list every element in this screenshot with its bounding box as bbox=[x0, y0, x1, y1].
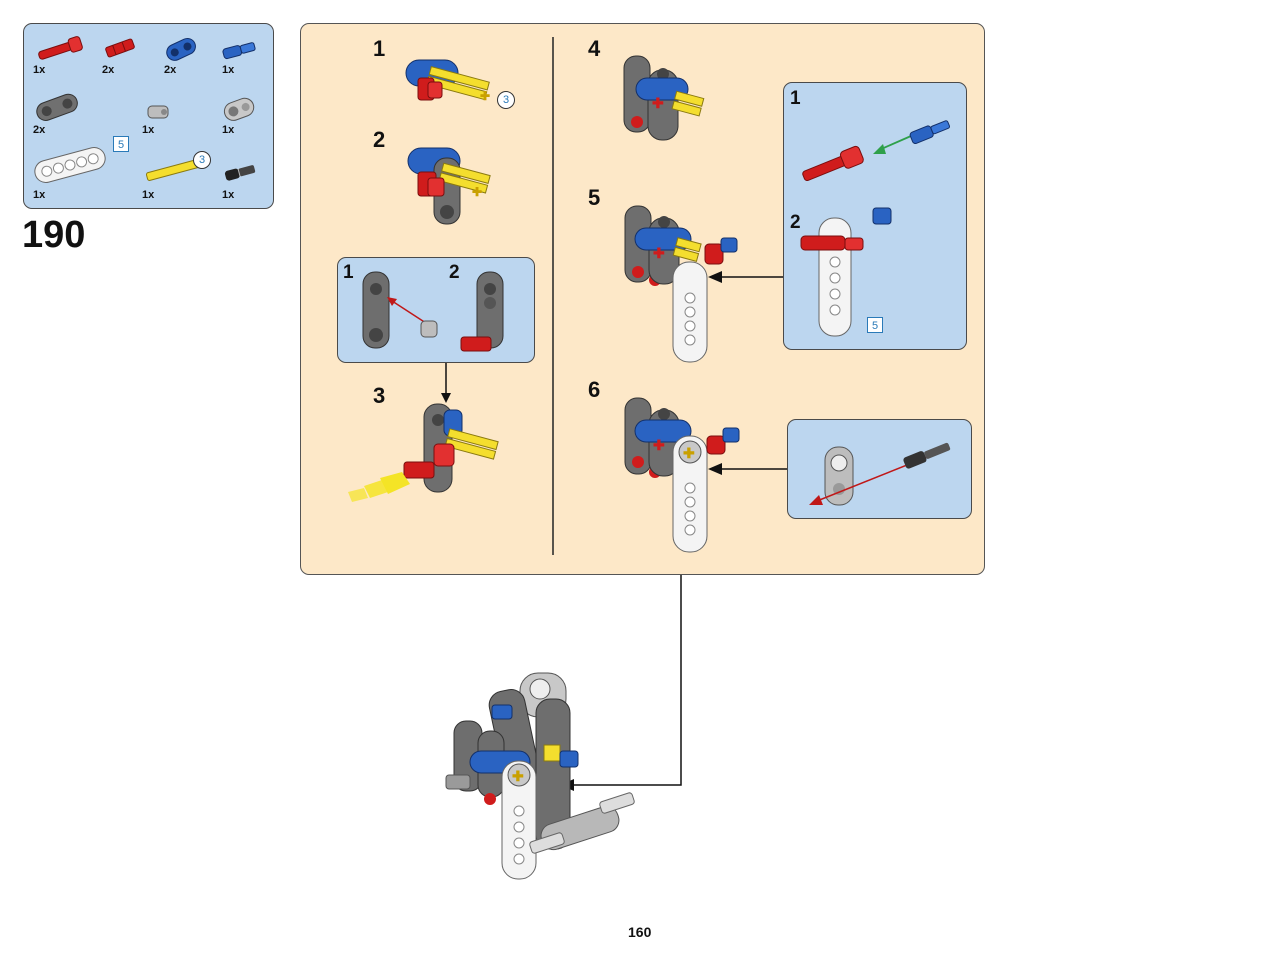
step-3-assembly bbox=[348, 403, 499, 502]
part-qty: 2x bbox=[33, 124, 46, 136]
sub-step-number: 1 bbox=[790, 88, 801, 109]
page-number: 160 bbox=[628, 924, 652, 940]
step-number: 2 bbox=[373, 127, 386, 152]
gray-axle-connector-icon bbox=[223, 97, 255, 121]
red-axle-connector-icon bbox=[105, 38, 135, 58]
arrow-left-step-5 bbox=[708, 271, 784, 283]
sub-step-6-assembly bbox=[809, 442, 951, 506]
part-qty: 1x bbox=[142, 124, 155, 136]
svg-text:✚: ✚ bbox=[472, 185, 482, 199]
length-callout-box: 5 bbox=[113, 136, 129, 152]
sub-step-number: 2 bbox=[790, 212, 801, 233]
step-number: 5 bbox=[588, 185, 601, 210]
gray-connector-icon bbox=[36, 93, 78, 121]
step-6-assembly: ✚ ✚ bbox=[624, 397, 740, 553]
part-qty: 1x bbox=[33, 64, 46, 76]
sub-step-number: 2 bbox=[449, 262, 460, 283]
part-qty: 1x bbox=[33, 189, 46, 201]
svg-text:✚: ✚ bbox=[652, 95, 664, 111]
step-1-assembly: ✚ bbox=[405, 59, 490, 103]
arrow-left-step-6 bbox=[708, 463, 788, 475]
step-4-assembly: ✚ bbox=[623, 55, 705, 141]
column-divider bbox=[552, 37, 554, 555]
part-qty: 1x bbox=[222, 64, 235, 76]
length-callout-circle: 3 bbox=[497, 91, 515, 109]
parts-list-panel: 1x 2x 2x 1x 2x 1x 1x 5 1x 3 1x 1x bbox=[23, 23, 274, 209]
step-number: 4 bbox=[588, 36, 601, 61]
svg-text:✚: ✚ bbox=[653, 245, 665, 261]
build-number: 190 bbox=[22, 214, 86, 256]
part-qty: 2x bbox=[164, 64, 177, 76]
svg-text:✚: ✚ bbox=[683, 445, 695, 461]
sub-right-assembly bbox=[800, 120, 950, 337]
step-number: 6 bbox=[588, 377, 601, 402]
part-qty: 2x bbox=[102, 64, 115, 76]
svg-text:✚: ✚ bbox=[653, 437, 665, 453]
sub-step-number: 1 bbox=[343, 262, 354, 283]
length-callout-box: 5 bbox=[867, 317, 883, 333]
black-pin-icon bbox=[224, 165, 256, 181]
part-qty: 1x bbox=[142, 189, 155, 201]
svg-text:✚: ✚ bbox=[480, 89, 490, 103]
blue-beam-icon bbox=[166, 37, 196, 61]
step-2-assembly: ✚ bbox=[407, 147, 491, 225]
sub-left-assembly bbox=[362, 271, 504, 352]
part-qty: 1x bbox=[222, 124, 235, 136]
final-assembly: ✚ bbox=[445, 672, 635, 880]
part-qty: 1x bbox=[222, 189, 235, 201]
step-5-assembly: ✚ bbox=[624, 205, 738, 363]
svg-text:✚: ✚ bbox=[512, 768, 524, 784]
arrow-down bbox=[441, 363, 451, 403]
red-axle-pin-icon bbox=[38, 36, 83, 60]
blue-pin-icon bbox=[222, 42, 256, 60]
step-number: 3 bbox=[373, 383, 386, 408]
gray-bush-icon bbox=[147, 105, 169, 119]
white-beam-icon bbox=[34, 147, 106, 183]
step-number: 1 bbox=[373, 36, 386, 61]
length-callout-circle: 3 bbox=[193, 151, 211, 169]
